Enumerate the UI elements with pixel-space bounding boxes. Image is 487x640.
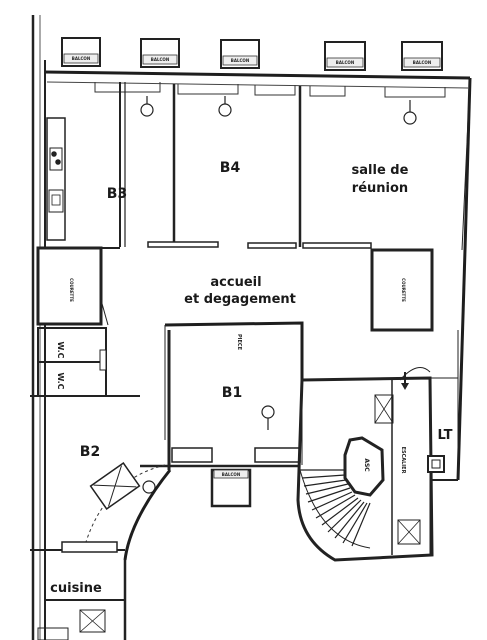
- cuisine-area: [37, 560, 127, 640]
- balcon-6: BALCON: [210, 468, 252, 508]
- room-b4-label: B4: [220, 160, 241, 176]
- b2-curve: [30, 462, 172, 561]
- balcon-1: BALCON: [61, 37, 101, 67]
- balcon-label: BALCON: [151, 57, 169, 62]
- room-b3-label: B3: [107, 186, 127, 202]
- piece-label: PIECE: [236, 334, 242, 351]
- stairwell: ASC ESCALIER: [296, 367, 434, 562]
- room-salle-label-line2: réunion: [352, 181, 408, 196]
- balcon-label: BALCON: [413, 60, 431, 65]
- room-lt-label: LT: [438, 428, 453, 443]
- room-salle-label-line1: salle de: [352, 163, 409, 178]
- room-cuisine-label: cuisine: [50, 581, 102, 596]
- courette-label: COURETTE: [69, 278, 74, 302]
- room-b1-label: B1: [222, 385, 242, 401]
- balcon-4: BALCON: [324, 41, 366, 71]
- wc-label: W.C: [56, 341, 65, 358]
- courette-left: COURETTE: [36, 246, 103, 326]
- room-b2-label: B2: [80, 444, 100, 460]
- heaters: [140, 96, 417, 494]
- escalier-label: ESCALIER: [400, 447, 406, 474]
- window-bays: [94, 82, 446, 98]
- balcon-3: BALCON: [220, 39, 260, 69]
- left-counter: [46, 117, 66, 241]
- room-accueil-label-line2: et degagement: [184, 292, 296, 307]
- bedroom-partitions: [119, 82, 372, 249]
- wc-rooms: W.C W.C: [30, 327, 140, 397]
- asc-label: ASC: [363, 458, 370, 472]
- balcon-5: BALCON: [401, 41, 443, 71]
- balconies: BALCON BALCON BALCON BALCON BALCON: [61, 37, 443, 71]
- balcon-label: BALCON: [231, 58, 249, 63]
- balcon-label: BALCON: [336, 60, 354, 65]
- courette-label: COURETTE: [401, 278, 406, 302]
- lt-area: [427, 377, 458, 481]
- courette-right: COURETTE: [370, 248, 434, 332]
- balcon-label: BALCON: [222, 472, 240, 477]
- wc-label: W.C: [56, 372, 65, 389]
- balcon-label: BALCON: [72, 56, 90, 61]
- outer-walls: [44, 70, 472, 481]
- balcon-2: BALCON: [140, 38, 180, 68]
- room-accueil-label-line1: accueil: [210, 275, 261, 290]
